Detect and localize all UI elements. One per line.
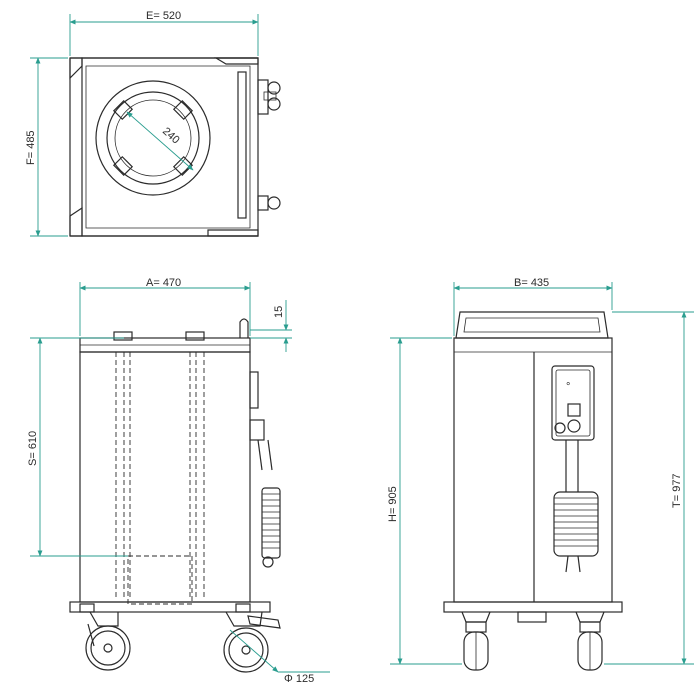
handle-bottom <box>257 195 281 211</box>
handle-top <box>257 79 281 115</box>
temperature-symbol: ° <box>566 381 570 393</box>
height-h-label: H= 905 <box>387 486 399 522</box>
width-a-label: A= 470 <box>146 277 181 289</box>
depth-f-label: F= 485 <box>25 130 37 165</box>
side-view: Φ 125 A= 470 15 S= 610 <box>27 277 330 685</box>
width-b-label: B= 435 <box>514 277 549 289</box>
wheel-diameter-label: Φ 125 <box>284 673 314 685</box>
stack-s-label: S= 610 <box>27 431 39 466</box>
top-view: 240 E= 520 F= 485 <box>25 10 281 237</box>
front-wheel-left <box>461 611 491 671</box>
coiled-cable-front <box>553 440 599 573</box>
front-view: ° B <box>387 277 694 671</box>
rail-label: 15 <box>273 306 285 318</box>
width-e-label: E= 520 <box>146 10 181 22</box>
coiled-cable-side <box>257 439 281 568</box>
total-t-label: T= 977 <box>671 473 683 508</box>
control-panel: ° <box>551 365 595 441</box>
front-wheel-right <box>575 611 605 671</box>
wheel-left <box>85 611 131 671</box>
wheel-right <box>223 611 281 673</box>
